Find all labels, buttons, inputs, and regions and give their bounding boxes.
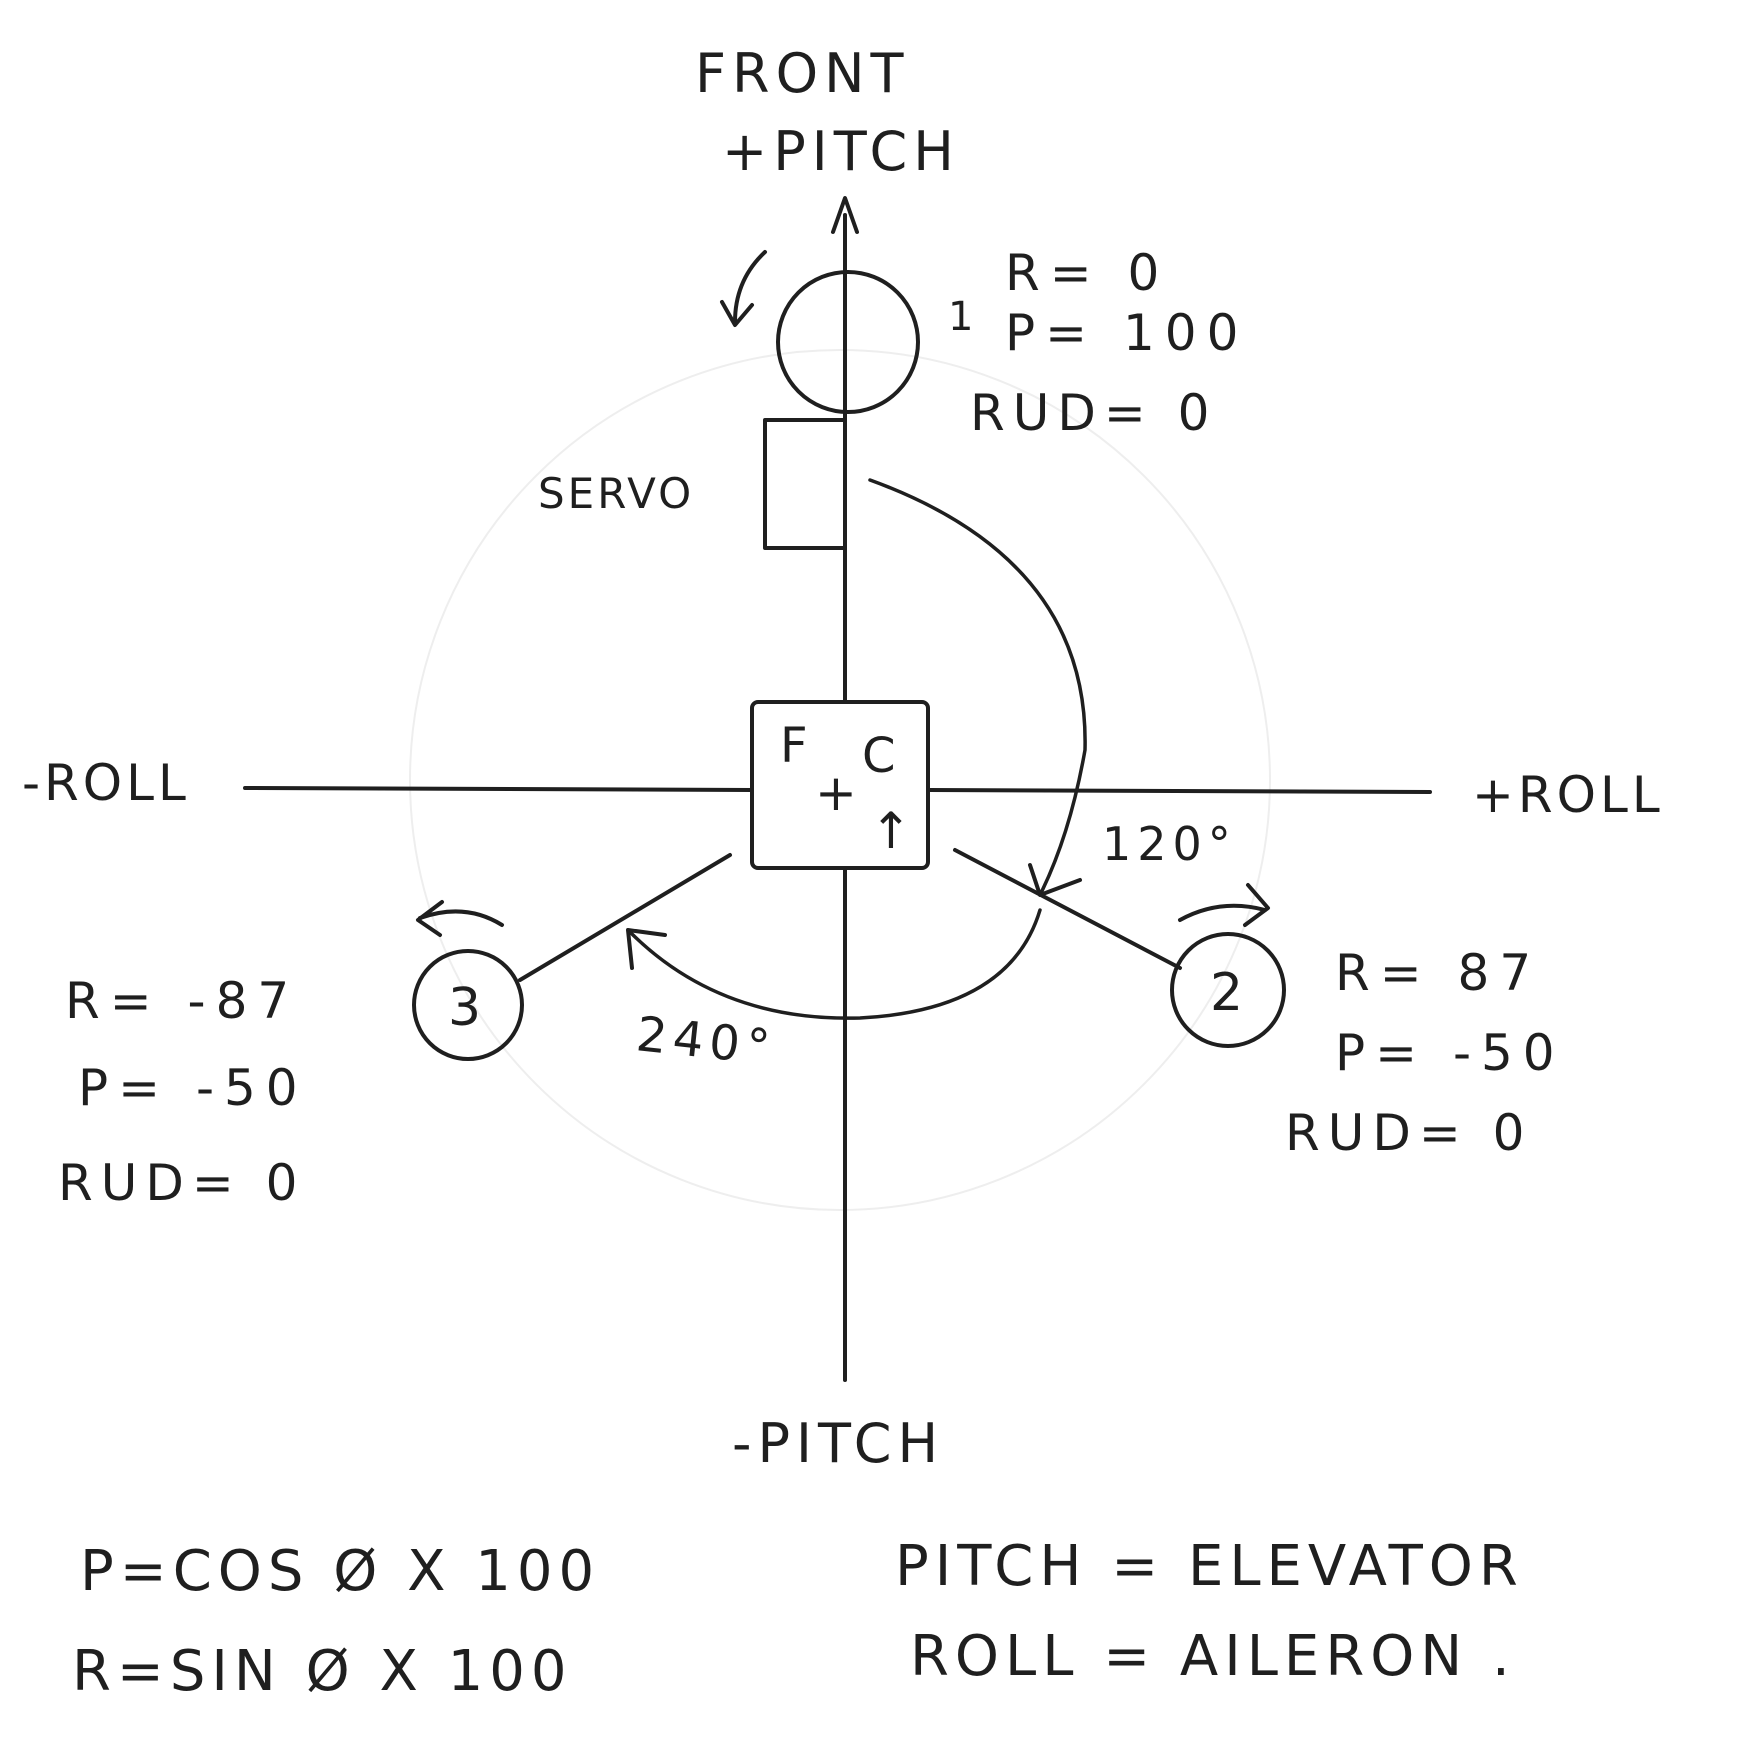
label-plus-roll: +ROLL — [1472, 766, 1664, 824]
rotor-1-rotation-arrowhead — [720, 300, 754, 327]
label-front: FRONT — [695, 42, 909, 105]
angle-arc-120-arrowhead — [1028, 863, 1082, 897]
formula-p: P=COS Ø X 100 — [80, 1539, 600, 1604]
label-minus-roll: -ROLL — [22, 754, 190, 812]
rotor-1-r: R= 0 — [1005, 244, 1169, 302]
legend-roll: ROLL = AILERON . — [910, 1624, 1516, 1689]
roll-axis-left — [243, 786, 754, 792]
servo-rectangle — [763, 418, 847, 550]
front-arrowhead — [831, 196, 859, 234]
controller-f: F — [780, 718, 808, 774]
formula-r: R=SIN Ø X 100 — [72, 1639, 573, 1704]
rotor-3-circle — [412, 949, 524, 1061]
angle-label-120: 120° — [1102, 817, 1237, 871]
rotor-3-rotation-arrowhead — [416, 900, 444, 937]
controller-direction-arrow: ↑ — [870, 802, 912, 860]
rotor-2-p: P= -50 — [1335, 1024, 1565, 1082]
rotor-3-rud: RUD= 0 — [58, 1154, 305, 1212]
roll-axis-right — [928, 788, 1432, 794]
controller-plus: + — [815, 764, 857, 822]
rotor-2-circle — [1170, 932, 1286, 1048]
servo-label: SERVO — [538, 469, 694, 518]
label-minus-pitch: -PITCH — [732, 1412, 944, 1475]
rotor-3-rotation-arrow — [418, 909, 504, 927]
rotor-2-rotation-arrowhead — [1243, 883, 1270, 927]
rotor-2-number: 2 — [1210, 963, 1243, 1023]
rotor-1-rud: RUD= 0 — [970, 384, 1217, 442]
angle-label-240: 240° — [634, 1006, 779, 1076]
rotor-1-p: P= 100 — [1005, 304, 1248, 362]
arm-to-rotor-3 — [518, 853, 732, 982]
angle-arc-240 — [628, 908, 1042, 1020]
axes — [243, 196, 1432, 1382]
arm-to-rotor-2 — [953, 848, 1182, 970]
flight-controller-box — [750, 700, 930, 870]
rotor-3-p: P= -50 — [78, 1059, 308, 1117]
rotor-1-number: 1 — [948, 294, 973, 340]
rotor-1-rotation-arrow — [733, 250, 767, 324]
controller-c: C — [862, 728, 896, 784]
faint-circle — [409, 349, 1271, 1211]
angle-arc-120 — [868, 478, 1087, 897]
legend-pitch: PITCH = ELEVATOR — [895, 1534, 1524, 1599]
rotor-2-rud: RUD= 0 — [1285, 1104, 1532, 1162]
label-plus-pitch: +PITCH — [722, 120, 960, 183]
rotor-3-r: R= -87 — [65, 972, 299, 1030]
rotor-2-rotation-arrow — [1178, 903, 1267, 922]
rotor-3-number: 3 — [448, 978, 481, 1038]
angle-arc-240-arrowhead — [626, 928, 667, 970]
rotor-2-r: R= 87 — [1335, 944, 1541, 1002]
rotor-1-circle — [776, 270, 920, 414]
